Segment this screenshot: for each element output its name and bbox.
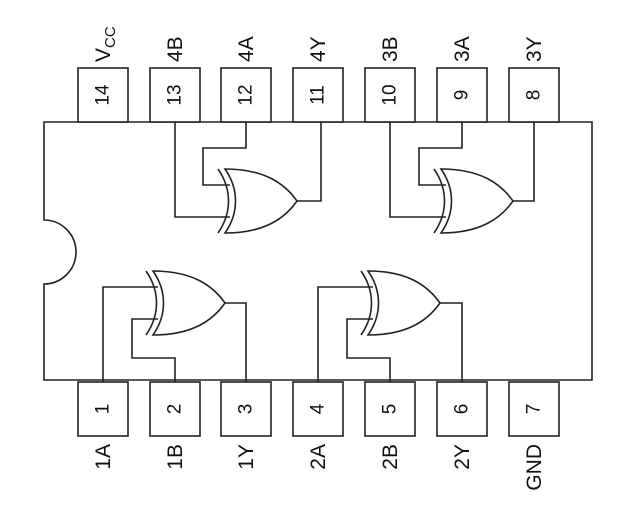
pin-3-label: 1Y — [235, 444, 258, 470]
pin-2-label: 1B — [164, 444, 187, 470]
wire-gate4-output — [297, 122, 322, 202]
pin-7-box — [508, 381, 560, 437]
xor-gate-1 — [102, 270, 247, 382]
pin-12-number: 12 — [236, 84, 257, 105]
xor-gate-2-back-curve — [360, 270, 373, 336]
wire-gate4-input-b — [202, 122, 247, 186]
wire-gate1-output — [225, 302, 247, 382]
pin-5-number: 5 — [380, 404, 401, 415]
xor-gate-3-back-curve — [433, 168, 446, 234]
wire-gate3-input-a — [389, 122, 446, 218]
wire-gate3-output — [513, 122, 535, 202]
pin-10-box — [364, 67, 416, 123]
xor-gate-4-back-curve — [217, 168, 230, 234]
xor-gate-3 — [389, 122, 535, 234]
pin-7-label: GND — [523, 444, 546, 491]
top-pin-boxes — [77, 67, 560, 123]
pin-1-number: 1 — [93, 404, 114, 415]
pin-9-box — [436, 67, 488, 123]
pin-10-number: 10 — [380, 84, 401, 105]
pin-7-number: 7 — [524, 404, 545, 415]
pin-11-box — [292, 67, 344, 123]
top-pin-numbers: 14 13 12 11 10 9 8 — [93, 84, 545, 106]
pin-3-number: 3 — [236, 404, 257, 415]
pin-10-label: 3B — [379, 36, 402, 62]
pin-2-number: 2 — [165, 404, 186, 415]
pin-5-box — [364, 381, 416, 437]
xor-gate-3-body — [439, 168, 514, 234]
pin-4-label: 2A — [307, 444, 330, 470]
wire-gate2-input-b — [346, 318, 391, 382]
xor-gate-4-body — [223, 168, 298, 234]
pin-12-label: 4A — [235, 36, 258, 62]
xor-gate-1-back-curve — [145, 270, 158, 336]
pin-9-label: 3A — [451, 36, 474, 62]
wire-gate4-input-a — [174, 122, 230, 218]
pin-2-box — [149, 381, 201, 437]
wire-gate2-input-a — [317, 286, 373, 382]
wire-gate1-input-a — [102, 286, 158, 382]
xor-gate-4 — [174, 122, 322, 234]
pin-6-label: 2Y — [451, 444, 474, 470]
top-pin-labels: VCC 4B 4A 4Y 3B 3A 3Y — [92, 26, 546, 62]
pin-4-number: 4 — [308, 403, 329, 414]
xor-gate-2-body — [366, 270, 441, 336]
bottom-pin-labels: 1A 1B 1Y 2A 2B 2Y GND — [92, 444, 546, 491]
pin-14-box — [77, 67, 129, 123]
pin-13-box — [149, 67, 201, 123]
pin-11-label: 4Y — [307, 36, 330, 62]
pin-9-number: 9 — [452, 90, 473, 101]
xor-gate-2 — [317, 270, 463, 382]
pin-3-box — [220, 381, 272, 437]
pin-14-label-subscript: CC — [102, 26, 119, 48]
pin-14-label: VCC — [92, 26, 119, 62]
bottom-pin-numbers: 1 2 3 4 5 6 7 — [93, 403, 545, 414]
pin-6-number: 6 — [452, 404, 473, 415]
pin-13-number: 13 — [165, 84, 186, 105]
wire-gate2-output — [440, 302, 463, 382]
xor-gate-1-body — [151, 270, 226, 336]
wire-gate1-input-b — [131, 318, 176, 382]
pin-13-label: 4B — [164, 36, 187, 62]
pin-8-box — [508, 67, 560, 123]
pin-1-box — [77, 381, 129, 437]
pin-8-number: 8 — [524, 90, 545, 101]
pin-14-number: 14 — [93, 84, 114, 106]
pin-5-label: 2B — [379, 444, 402, 470]
pin-4-box — [292, 381, 344, 437]
pin-8-label: 3Y — [523, 36, 546, 62]
wire-gate3-input-b — [418, 122, 463, 186]
pin-11-number: 11 — [308, 85, 329, 105]
chip-body — [43, 121, 593, 381]
pin-6-box — [436, 381, 488, 437]
bottom-pin-boxes — [77, 381, 560, 437]
pin-1-label: 1A — [92, 444, 115, 470]
